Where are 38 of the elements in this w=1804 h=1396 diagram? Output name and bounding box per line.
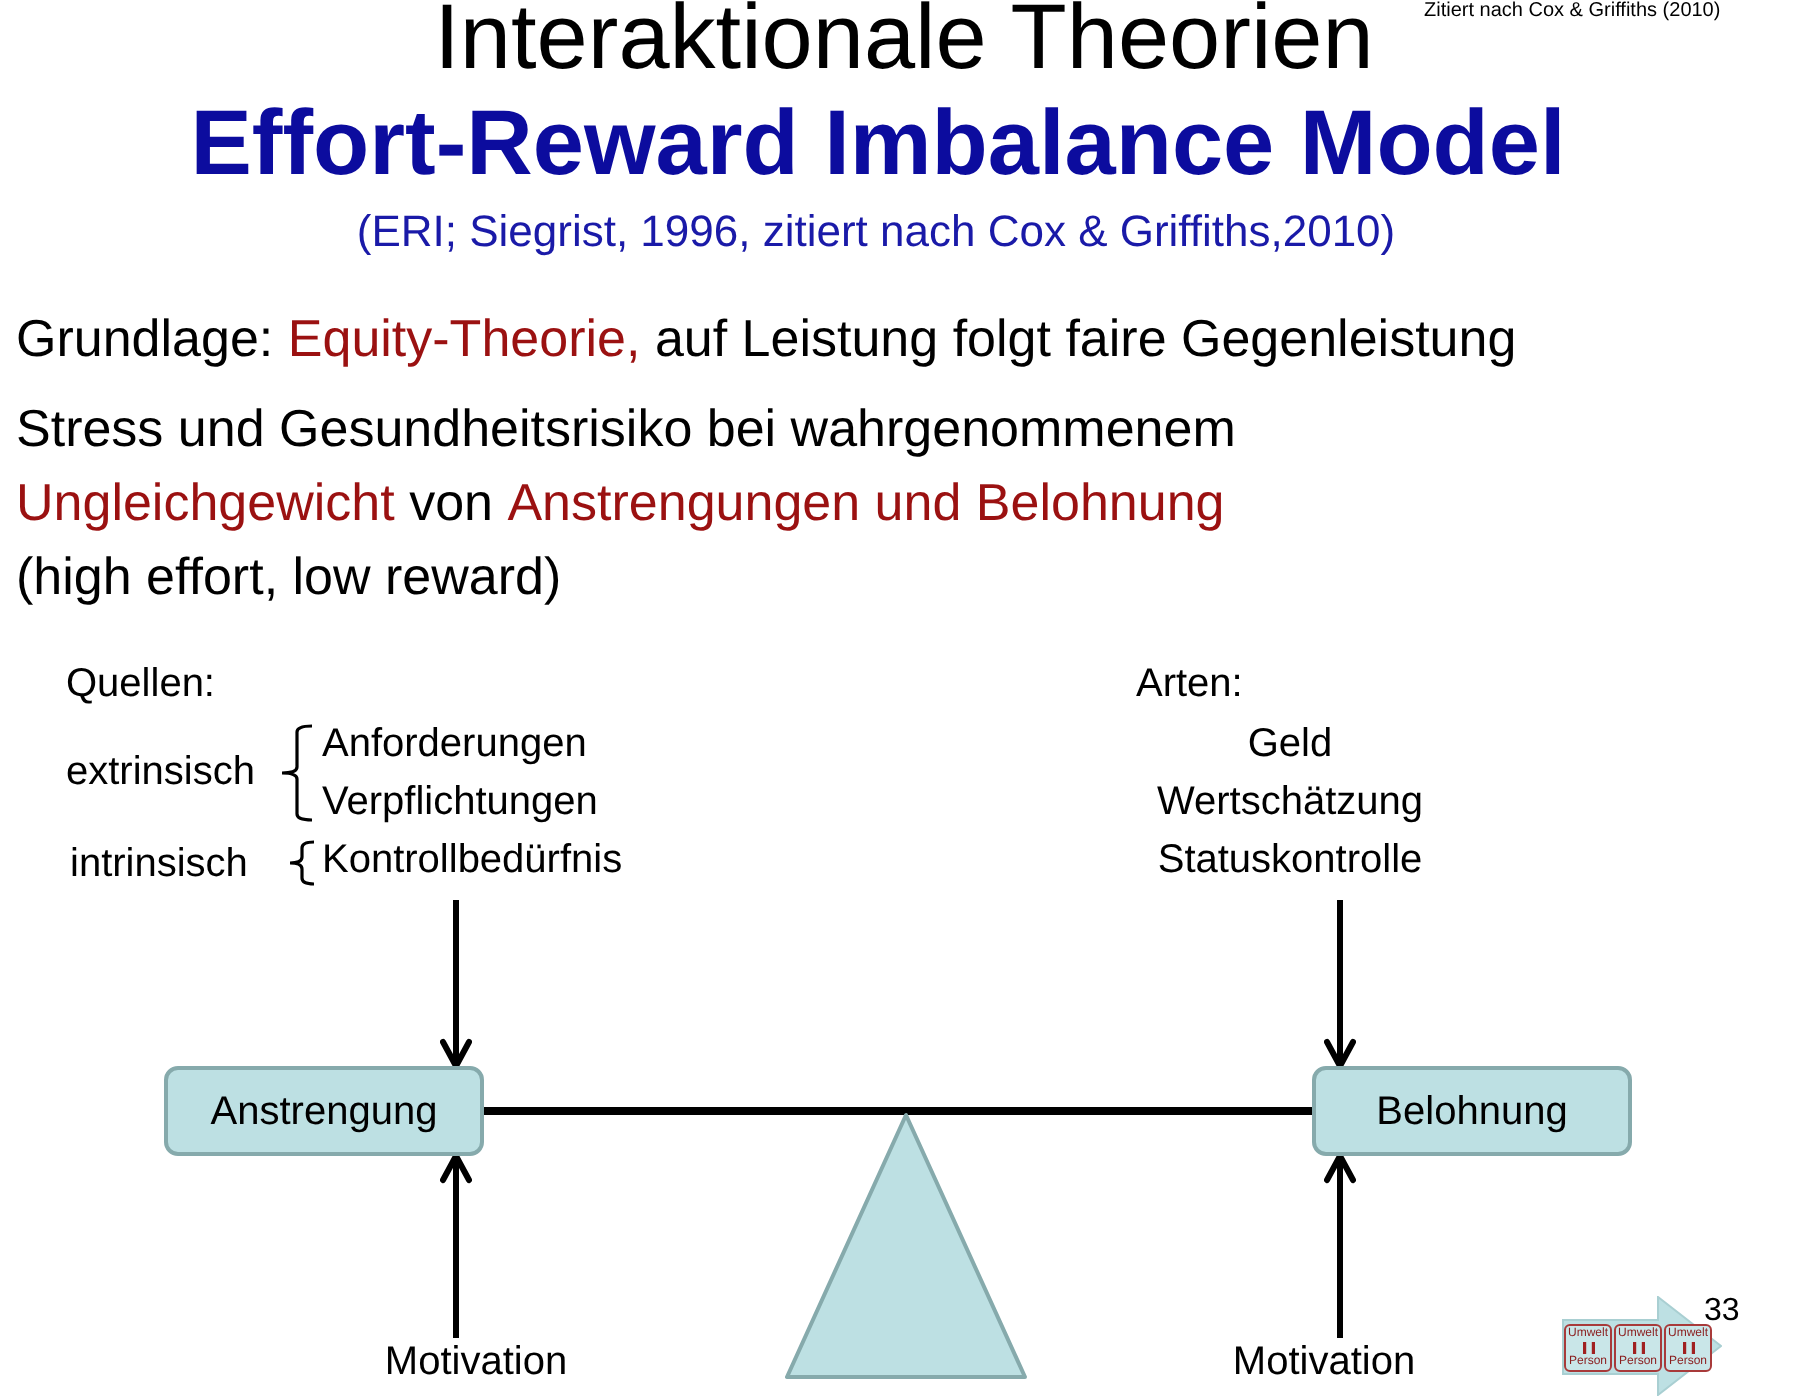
body-text: auf Leistung folgt faire Gegenleistung xyxy=(654,306,1517,372)
emphasized-text: Ungleichgewicht xyxy=(16,470,395,536)
list-item: Verpflichtungen xyxy=(322,778,598,826)
citation-text: (ERI; Siegrist, 1996, zitiert nach Cox & Griffiths,2010) xyxy=(356,204,1396,260)
small-box xyxy=(1664,1324,1712,1372)
arrow xyxy=(440,900,472,1069)
page-number: 33 xyxy=(1704,1292,1740,1328)
arrow xyxy=(440,1153,472,1338)
list-heading: Quellen: xyxy=(66,660,215,708)
small-box xyxy=(1614,1324,1662,1372)
arrow xyxy=(1324,900,1356,1069)
category-label: intrinsisch xyxy=(70,840,248,888)
node-label: Motivation xyxy=(384,1338,568,1386)
emphasized-text: Anstrengungen und Belohnung xyxy=(507,470,1225,536)
body-text: Grundlage: xyxy=(16,306,274,372)
body-text: von xyxy=(409,470,493,536)
rounded-box xyxy=(1312,1066,1632,1156)
list-item: Wertschätzung xyxy=(1156,778,1424,826)
node-label: Belohnung xyxy=(1376,1087,1568,1135)
rounded-box xyxy=(164,1066,484,1156)
arrow xyxy=(1324,1153,1356,1338)
list-heading: Arten: xyxy=(1136,660,1243,708)
node-label: Motivation xyxy=(1232,1338,1416,1386)
list-item: Statuskontrolle xyxy=(1157,836,1423,884)
small-box xyxy=(1564,1324,1612,1372)
model-title: Effort-Reward Imbalance Model xyxy=(190,88,1566,196)
emphasized-text: Equity-Theorie, xyxy=(287,306,641,372)
category-label: extrinsisch xyxy=(66,748,255,796)
node-label: Anstrengung xyxy=(210,1087,438,1135)
body-text: Stress und Gesundheitsrisiko bei wahrgenommenem xyxy=(16,396,1236,462)
list-item: Kontrollbedürfnis xyxy=(322,836,623,884)
list-item: Geld xyxy=(1247,720,1333,768)
fulcrum-triangle xyxy=(784,1112,1028,1380)
source-note: Zitiert nach Cox & Griffiths (2010) xyxy=(1424,0,1721,24)
body-text: (high effort, low reward) xyxy=(16,544,562,610)
slide-title: Interaktionale Theorien xyxy=(434,0,1374,88)
list-item: Anforderungen xyxy=(322,720,587,768)
seesaw-beam xyxy=(484,1107,1312,1115)
